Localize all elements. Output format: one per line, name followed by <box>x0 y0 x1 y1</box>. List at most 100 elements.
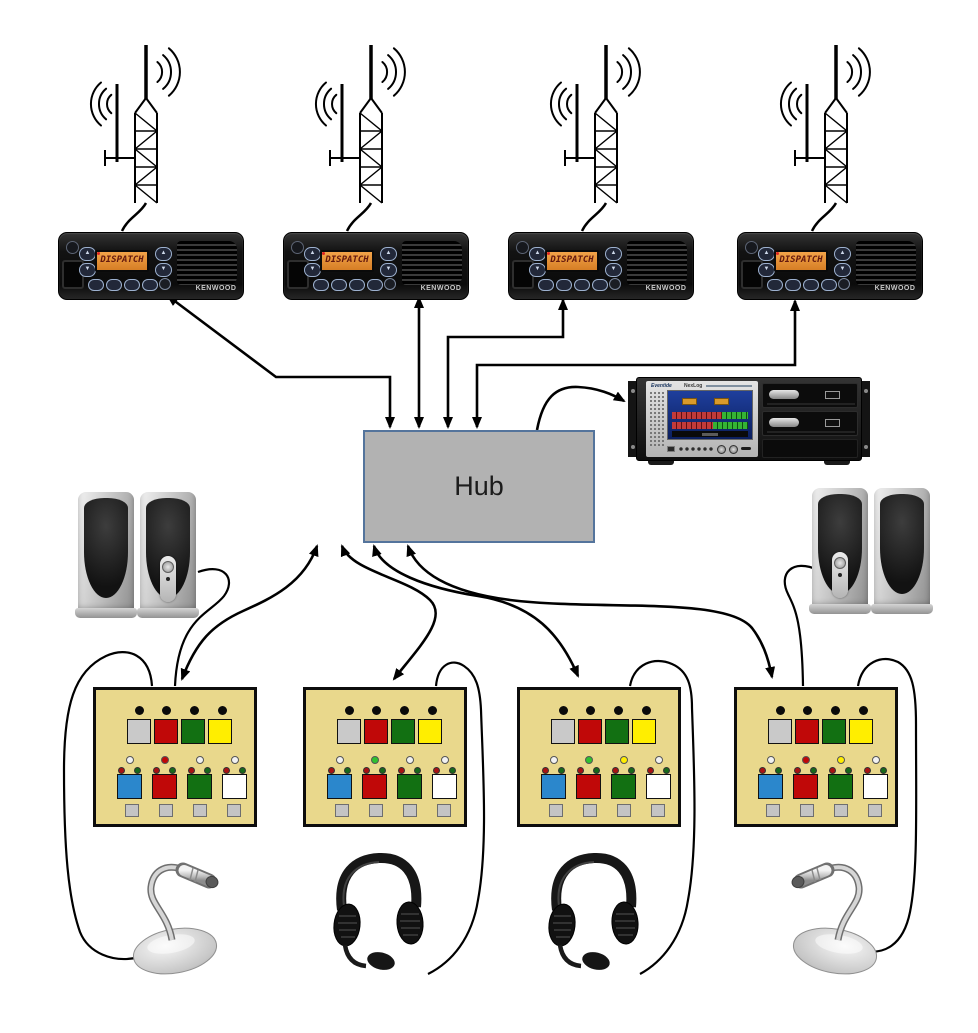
led-green <box>379 767 386 774</box>
select-button-green <box>391 719 415 744</box>
function-key <box>193 804 207 817</box>
knob <box>717 444 726 454</box>
talk-button-white <box>222 774 247 799</box>
rack-foot <box>648 461 674 465</box>
select-button-silver <box>337 719 361 744</box>
status-led-off <box>654 756 663 764</box>
link-hub-console4 <box>406 544 776 679</box>
volume-up-button: ▲ <box>834 247 851 261</box>
select-button-yellow <box>208 719 232 744</box>
blank-bay-panel <box>762 439 858 458</box>
talk-button-red <box>576 774 601 799</box>
talk-button-blue <box>758 774 783 799</box>
indicator-dot <box>218 706 227 715</box>
led-green <box>663 767 670 774</box>
select-button-red <box>364 719 388 744</box>
busy-led <box>547 252 550 255</box>
headphone-jack <box>166 577 170 581</box>
talk-button-green <box>828 774 853 799</box>
recorder-brand: Eventide <box>651 383 672 389</box>
volume-up-button: ▲ <box>380 247 397 261</box>
status-led-yellow <box>619 756 628 764</box>
select-button-green <box>822 719 846 744</box>
function-key <box>106 279 122 291</box>
gooseneck-mic-1 <box>130 867 220 980</box>
select-button-yellow <box>632 719 656 744</box>
led-green <box>628 767 635 774</box>
rack-foot <box>824 461 850 465</box>
recorder-speaker-grille <box>649 391 664 447</box>
dispatch-console-4 <box>734 687 898 827</box>
led-red <box>829 767 836 774</box>
cable-console2-headset1 <box>427 661 486 975</box>
dispatch-console-2 <box>303 687 467 827</box>
feedline-antenna4-radio4 <box>810 202 838 232</box>
function-key <box>549 804 563 817</box>
recorder-header-text <box>706 385 752 387</box>
dvd-drive-2 <box>762 411 858 436</box>
radio-display-text: DISPATCH <box>325 255 369 265</box>
volume-up-button: ▲ <box>605 247 622 261</box>
radio-display: DISPATCH <box>774 250 828 272</box>
busy-led <box>97 252 100 255</box>
screen-button <box>682 398 697 405</box>
cable-speakers-left-console1 <box>173 568 230 687</box>
talk-button-green <box>187 774 212 799</box>
indicator-dot <box>162 706 171 715</box>
led-green <box>204 767 211 774</box>
function-key <box>403 804 417 817</box>
led-red <box>223 767 230 774</box>
drive-display <box>825 391 840 399</box>
channel-up-button: ▲ <box>304 247 321 261</box>
status-led-off <box>230 756 239 764</box>
function-key <box>821 279 837 291</box>
radio-display-text: DISPATCH <box>779 255 823 265</box>
control-buttons <box>678 446 714 452</box>
channel-up-button: ▲ <box>79 247 96 261</box>
feedline-antenna3-radio3 <box>580 202 608 232</box>
indicator-dot <box>831 706 840 715</box>
antenna-tower-1 <box>89 43 182 205</box>
talk-button-red <box>362 774 387 799</box>
function-key <box>800 804 814 817</box>
link-radio4-hub <box>472 299 800 429</box>
speaker-grille <box>856 241 916 285</box>
radio-brand: KENWOOD <box>195 285 237 292</box>
status-led-off <box>405 756 414 764</box>
select-button-silver <box>127 719 151 744</box>
status-led-off <box>125 756 134 764</box>
power-button <box>291 241 304 254</box>
speaker <box>809 488 871 614</box>
indicator-dot <box>190 706 199 715</box>
function-key <box>335 804 349 817</box>
function-key <box>617 804 631 817</box>
logging-recorder: Eventide NexLog <box>628 377 870 467</box>
recorder-screen <box>667 390 753 440</box>
speaker-grille <box>177 241 237 285</box>
function-key <box>142 279 158 291</box>
speaker-grille <box>402 241 462 285</box>
power-button <box>66 241 79 254</box>
channel-up-button: ▲ <box>529 247 546 261</box>
volume-up-button: ▲ <box>155 247 172 261</box>
led-red <box>118 767 125 774</box>
radio-2: ▲ ▼ DISPATCH ▲ ▼ KENWOOD <box>283 232 469 300</box>
drive-tray-front <box>769 390 799 399</box>
function-key <box>227 804 241 817</box>
volume-down-button: ▼ <box>155 263 172 277</box>
power-button <box>745 241 758 254</box>
dispatch-console-1 <box>93 687 257 827</box>
talk-button-blue <box>327 774 352 799</box>
speaker-pair-right <box>809 488 933 614</box>
talk-button-green <box>397 774 422 799</box>
led-green <box>449 767 456 774</box>
speaker-grille <box>627 241 687 285</box>
led-green <box>344 767 351 774</box>
radio-display: DISPATCH <box>545 250 599 272</box>
volume-down-button: ▼ <box>834 263 851 277</box>
volume-down-button: ▼ <box>605 263 622 277</box>
round-button <box>384 278 396 290</box>
knob <box>729 444 738 454</box>
function-key <box>767 279 783 291</box>
busy-led <box>776 252 779 255</box>
